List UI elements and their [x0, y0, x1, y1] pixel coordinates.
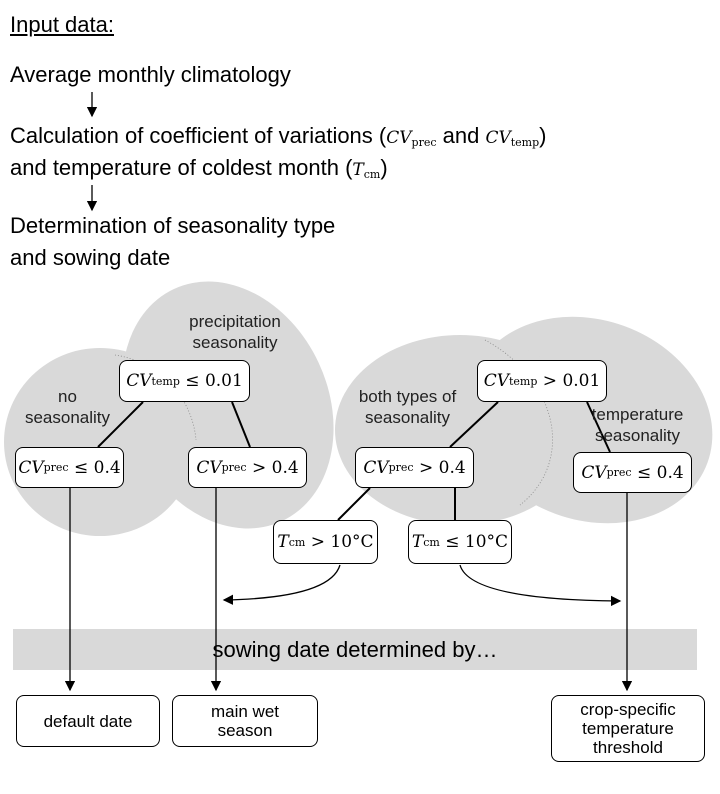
- arrow-tcm-high: [222, 564, 341, 606]
- math-sub: prec: [411, 136, 437, 149]
- input-data-title: Input data:: [10, 12, 114, 37]
- label-no-seasonality: no seasonality: [24, 387, 111, 427]
- math-rel: > 0.01: [537, 371, 601, 391]
- math-var: CV: [363, 457, 389, 478]
- text: and temperature of coldest month (: [10, 155, 353, 180]
- outcome-default-date: default date: [16, 695, 160, 747]
- outcome-main-wet-season: main wet season: [172, 695, 318, 747]
- math-var: CV: [196, 457, 222, 478]
- math-rel: ≤ 0.4: [68, 457, 121, 478]
- label-precipitation-seasonality: precipitation seasonality: [189, 312, 281, 352]
- math-sub: cm: [288, 535, 306, 549]
- text: Calculation of coefficient of variations…: [10, 123, 387, 148]
- math-rel: > 0.4: [413, 457, 466, 478]
- math-sub: prec: [221, 461, 247, 474]
- math-rel: ≤ 0.4: [631, 462, 684, 483]
- math-rel: ≤ 10°C: [439, 532, 509, 552]
- math-var: CV: [483, 371, 509, 391]
- text: ): [380, 155, 388, 180]
- math-sub: temp: [508, 374, 538, 388]
- math-sub: cm: [423, 535, 440, 549]
- step-determination: Determination of seasonality type: [10, 213, 336, 238]
- step-calculation: Calculation of coefficient of variations…: [10, 123, 546, 149]
- math-var: CV: [581, 462, 607, 483]
- text: and: [436, 123, 486, 148]
- math-sub: prec: [606, 466, 632, 479]
- math-rel: ≤ 0.01: [179, 371, 243, 391]
- outcome-crop-specific-threshold: crop-specific temperature threshold: [551, 695, 705, 762]
- step-sowing-date: and sowing date: [10, 245, 171, 270]
- math-var: T: [277, 532, 289, 552]
- math-var: CV: [18, 457, 44, 478]
- label-both-types: both types of seasonality: [358, 387, 457, 427]
- arrow-tcm-low: [459, 564, 622, 607]
- step-climatology: Average monthly climatology: [10, 62, 291, 87]
- tree-lines: [97, 401, 611, 521]
- math-rel: > 0.4: [246, 457, 299, 478]
- math-var: CV: [485, 128, 511, 148]
- math-var: T: [352, 160, 364, 180]
- math-sub: temp: [151, 374, 180, 388]
- step-coldest-month: and temperature of coldest month (Tcm): [10, 155, 388, 181]
- math-var: CV: [386, 128, 412, 148]
- band-label: sowing date determined by…: [212, 636, 498, 662]
- sowing-date-band: sowing date determined by…: [13, 629, 697, 670]
- math-sub: cm: [363, 168, 381, 181]
- label-temperature-seasonality: temperature seasonality: [591, 405, 684, 445]
- math-sub: prec: [43, 461, 69, 474]
- math-rel: > 10°C: [305, 532, 374, 552]
- math-sub: prec: [388, 461, 414, 474]
- math-var: T: [411, 532, 424, 552]
- math-var: CV: [126, 371, 152, 391]
- math-sub: temp: [510, 136, 540, 149]
- text: ): [539, 123, 547, 148]
